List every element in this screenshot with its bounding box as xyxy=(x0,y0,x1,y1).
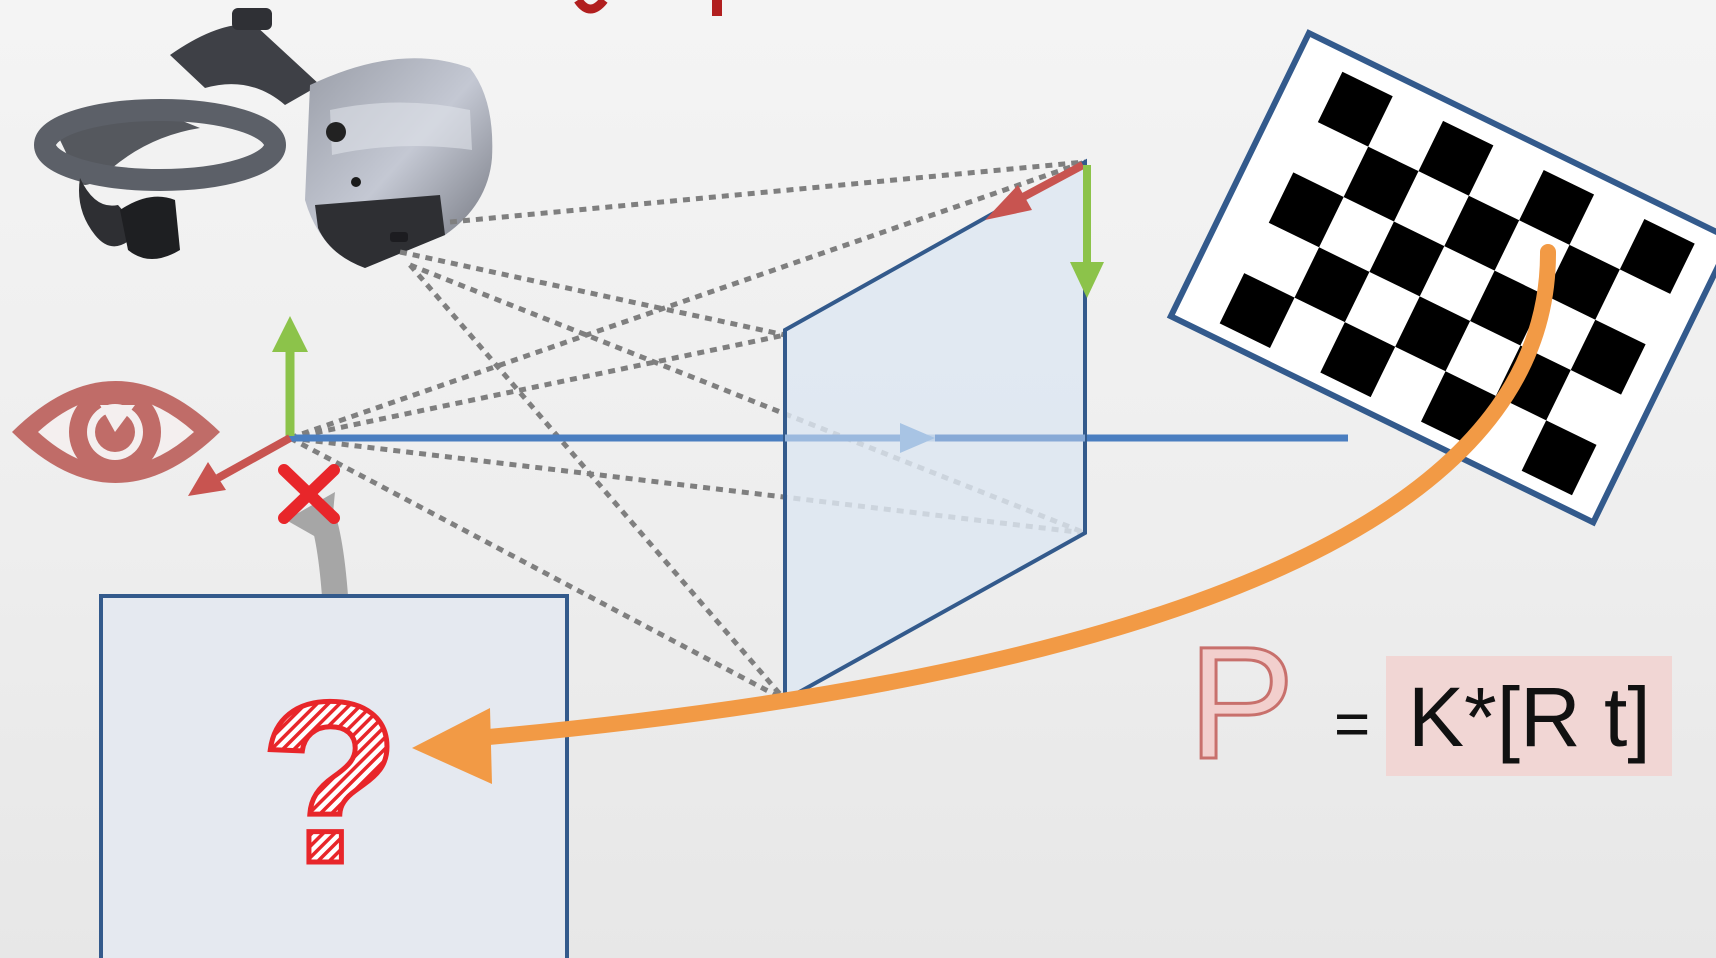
checker-square xyxy=(1519,169,1595,245)
checker-square xyxy=(1619,219,1695,294)
axis-arrow-through-plane xyxy=(785,423,1085,453)
checker-square xyxy=(1294,247,1370,323)
checker-square xyxy=(1544,244,1620,320)
checkerboard-icon xyxy=(1166,29,1716,527)
checker-square xyxy=(1369,221,1445,297)
checker-square xyxy=(1418,120,1494,196)
formula-box xyxy=(1386,656,1672,776)
projection-arrow xyxy=(412,244,1557,784)
checker-square xyxy=(1444,195,1520,271)
checker-square xyxy=(1470,270,1545,346)
hmd-headset-icon xyxy=(34,8,493,268)
question-mark-icon: ? xyxy=(260,654,401,911)
checker-square xyxy=(1268,172,1344,248)
formula-expression: K*[R t] xyxy=(1408,670,1651,764)
checker-square xyxy=(1320,322,1396,398)
image-plane xyxy=(783,158,1087,704)
projection-formula: P = K*[R t] xyxy=(1187,612,1672,794)
title-fragment xyxy=(574,0,722,16)
plane-red-axis-arrow xyxy=(985,161,1085,220)
formula-symbol: P xyxy=(1188,613,1295,792)
checker-square xyxy=(1343,146,1419,222)
checker-square xyxy=(1570,319,1646,395)
eye-green-axis-arrow xyxy=(272,316,308,436)
eye-red-axis-arrow xyxy=(188,434,292,496)
checker-square xyxy=(1521,420,1597,496)
checker-square xyxy=(1317,71,1393,147)
blocked-x-icon xyxy=(278,464,340,524)
eye-icon xyxy=(12,381,220,483)
checker-square xyxy=(1395,296,1471,372)
checker-square xyxy=(1219,273,1295,348)
plane-green-axis-arrow xyxy=(1070,165,1104,298)
formula-equals: = xyxy=(1334,690,1370,759)
